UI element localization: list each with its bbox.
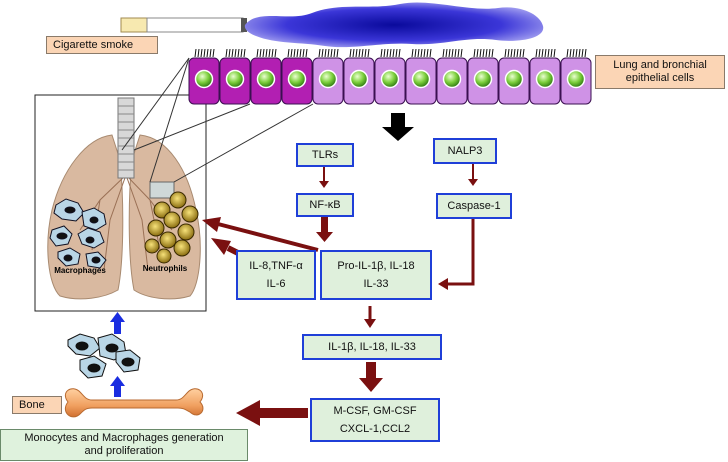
epithelial-cell-icon xyxy=(374,48,406,105)
epithelial-cell-icon xyxy=(529,48,561,105)
epithelial-cell-icon xyxy=(560,48,592,105)
lung-illustration xyxy=(34,57,314,312)
nucleus-icon xyxy=(256,69,276,89)
epithelial-cell-icon xyxy=(405,48,437,105)
il8-tnf-il6-box: IL-8,TNF-α IL-6 xyxy=(236,250,316,300)
nucleus-icon xyxy=(349,69,369,89)
epithelial-cell-icon xyxy=(436,48,468,105)
nucleus-icon xyxy=(225,69,245,89)
nucleus-icon xyxy=(504,69,524,89)
mcsf-box: M-CSF, GM-CSF CXCL-1,CCL2 xyxy=(310,398,440,442)
epithelial-cell-icon xyxy=(188,48,220,105)
macrophage-cluster-icon xyxy=(67,333,141,379)
nucleus-icon xyxy=(318,69,338,89)
monocytes-label-line2: and proliferation xyxy=(84,445,164,457)
epithelial-cell-icon xyxy=(250,48,282,105)
il1b-il18-il33-box: IL-1β, IL-18, IL-33 xyxy=(302,334,442,360)
nucleus-icon xyxy=(473,69,493,89)
nalp3-box: NALP3 xyxy=(433,138,497,164)
mcsf-line1: M-CSF, GM-CSF xyxy=(333,405,417,417)
lung-neutrophils-icon xyxy=(144,191,199,264)
caspase1-box: Caspase-1 xyxy=(436,193,512,219)
epithelial-label-line1: Lung and bronchial xyxy=(613,59,707,71)
nucleus-icon xyxy=(566,69,586,89)
mcsf-line2: CXCL-1,CCL2 xyxy=(339,423,411,435)
epithelial-cell-icon xyxy=(281,48,313,105)
nucleus-icon xyxy=(411,69,431,89)
epithelial-cell-icon xyxy=(467,48,499,105)
epithelial-cell-icon xyxy=(312,48,344,105)
monocytes-label-line1: Monocytes and Macrophages generation xyxy=(24,432,224,444)
nucleus-icon xyxy=(287,69,307,89)
bone-icon xyxy=(64,388,204,418)
nucleus-icon xyxy=(535,69,555,89)
il8-line2: IL-6 xyxy=(266,278,286,290)
epithelial-cell-icon xyxy=(219,48,251,105)
il8-line1: IL-8,TNF-α xyxy=(249,260,303,272)
epithelium-cells xyxy=(188,48,592,105)
macrophages-label: Macrophages xyxy=(54,266,106,275)
tlrs-box: TLRs xyxy=(296,143,354,167)
black-down-arrow xyxy=(382,113,414,141)
pro-line2: IL-33 xyxy=(363,278,389,290)
trachea-icon xyxy=(117,97,135,179)
pro-line1: Pro-IL-1β, IL-18 xyxy=(337,260,415,272)
nucleus-icon xyxy=(442,69,462,89)
epithelial-cell-icon xyxy=(498,48,530,105)
pro-il1b-box: Pro-IL-1β, IL-18 IL-33 xyxy=(320,250,432,300)
epithelial-label-line2: epithelial cells xyxy=(625,72,695,84)
epithelial-cells-label: Lung and bronchial epithelial cells xyxy=(595,55,725,89)
nucleus-icon xyxy=(194,69,214,89)
cigarette-smoke-label: Cigarette smoke xyxy=(46,36,158,54)
neutrophils-label: Neutrophils xyxy=(142,264,188,273)
nucleus-icon xyxy=(380,69,400,89)
epithelial-cell-icon xyxy=(343,48,375,105)
smoke-cloud-icon xyxy=(244,2,544,48)
bone-label: Bone xyxy=(12,396,62,414)
blue-up-arrows xyxy=(110,312,125,397)
cigarette-icon xyxy=(120,17,247,33)
nfkb-box: NF-κB xyxy=(296,193,354,217)
lung-macrophages-icon xyxy=(49,198,107,269)
monocytes-generation-label: Monocytes and Macrophages generation and… xyxy=(0,429,248,461)
